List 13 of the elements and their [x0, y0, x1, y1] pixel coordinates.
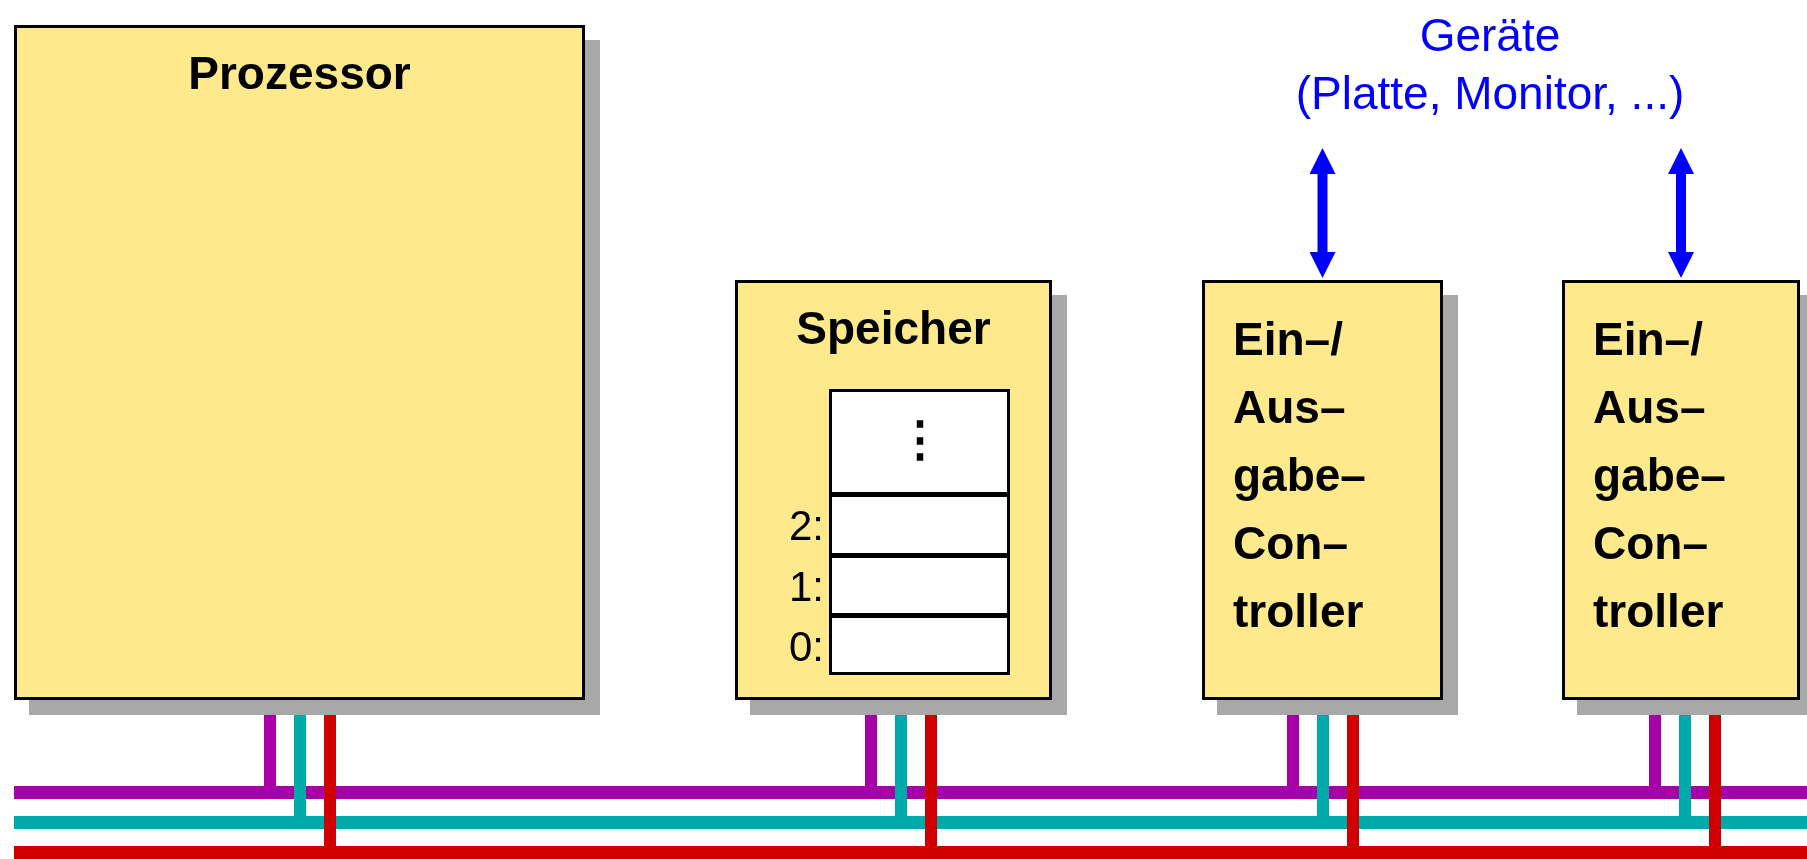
- ellipsis-mark: ⋮: [894, 412, 945, 468]
- address-label: 1:: [788, 562, 824, 612]
- box-title: Speicher: [795, 301, 992, 355]
- device-label-text: Geräte: [1418, 8, 1562, 63]
- double-arrow: [1309, 148, 1336, 278]
- device-label-text: (Platte, Monitor, ...): [1294, 66, 1686, 121]
- memory-cell: [829, 389, 1010, 495]
- address-label: 0:: [788, 622, 824, 672]
- address-label: 2:: [788, 501, 824, 551]
- box-title: Ein–/ Aus– gabe– Con– troller: [1593, 312, 1726, 639]
- box-title: Ein–/ Aus– gabe– Con– troller: [1233, 312, 1366, 639]
- double-arrow: [1668, 148, 1694, 278]
- box-title: Prozessor: [187, 46, 412, 100]
